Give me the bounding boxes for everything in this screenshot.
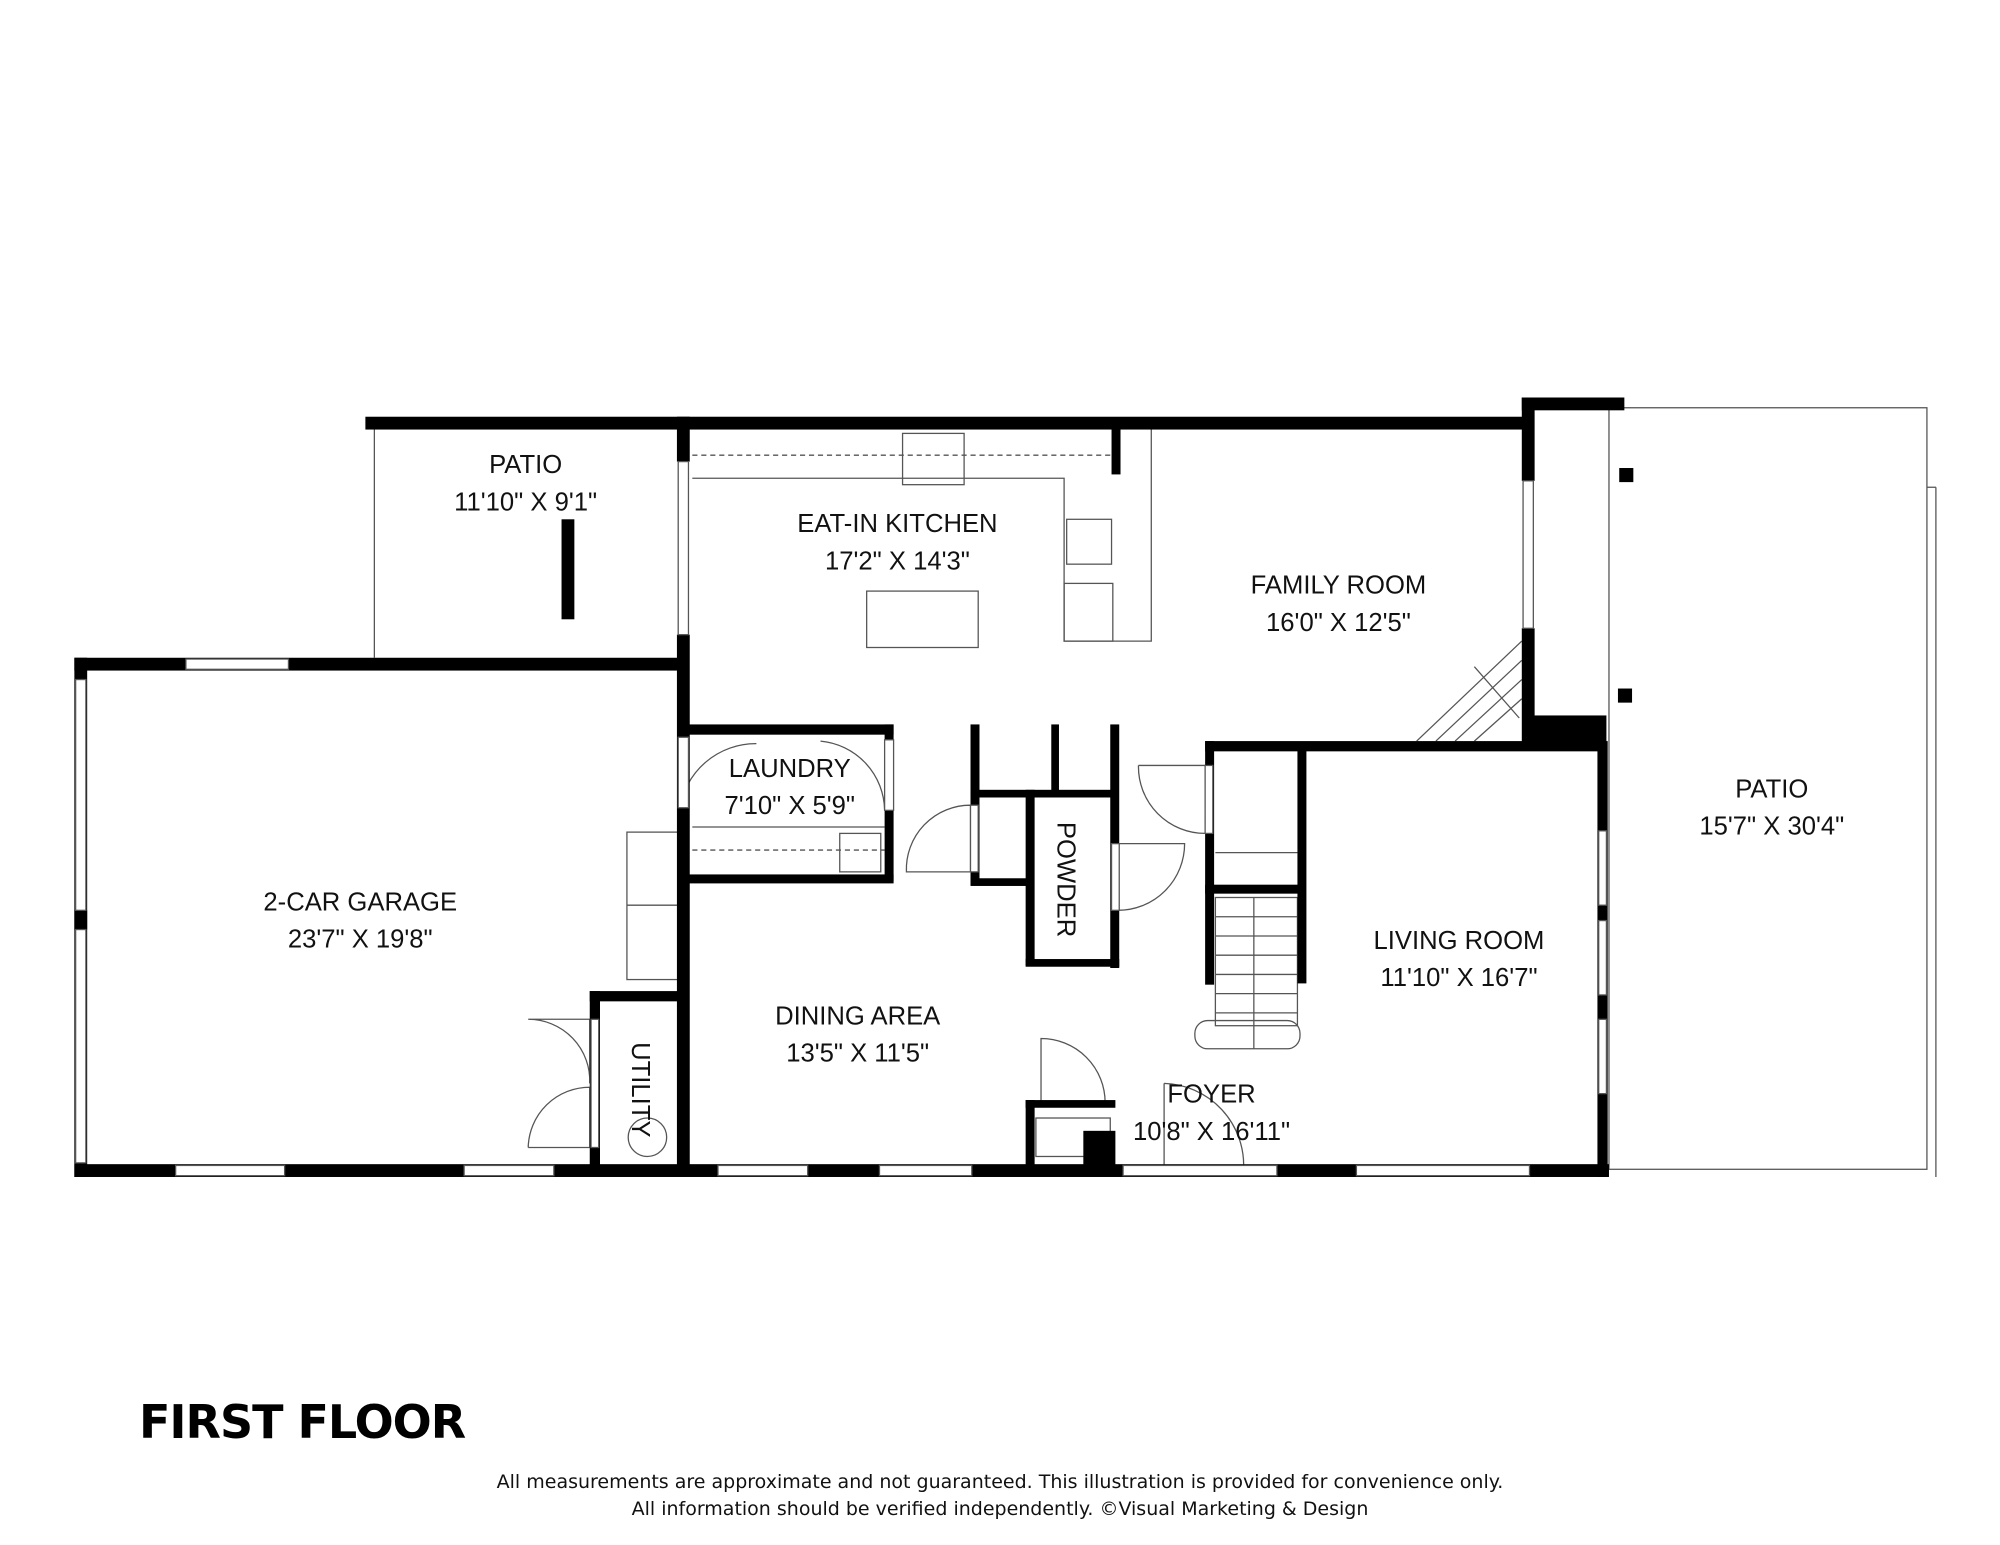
fireplace-hatch <box>1416 640 1523 742</box>
room-dining-size: 13'5" X 11'5" <box>786 1040 929 1068</box>
room-garage-size: 23'7" X 19'8" <box>288 925 433 953</box>
room-powder-name: POWDER <box>1052 822 1080 937</box>
floor-title: FIRST FLOOR <box>139 1395 466 1449</box>
room-laundry-size: 7'10" X 5'9" <box>724 792 855 820</box>
room-kitchen-size: 17'2" X 14'3" <box>825 547 970 575</box>
room-living-size: 11'10" X 16'7" <box>1380 964 1537 992</box>
windows <box>75 460 1608 1177</box>
room-kitchen-name: EAT-IN KITCHEN <box>797 510 997 538</box>
room-patio-large-size: 15'7" X 30'4" <box>1699 813 1844 841</box>
room-patio-large-name: PATIO <box>1735 775 1808 803</box>
room-patio-small-size: 11'10" X 9'1" <box>454 488 597 516</box>
room-foyer-size: 10'8" X 16'11" <box>1133 1118 1290 1146</box>
room-dining-name: DINING AREA <box>775 1002 941 1030</box>
room-foyer-name: FOYER <box>1167 1081 1255 1109</box>
disclaimer-line-2: All information should be verified indep… <box>631 1498 1369 1520</box>
thin-lines <box>373 407 1937 1177</box>
room-laundry-name: LAUNDRY <box>729 755 851 783</box>
disclaimer-line-1: All measurements are approximate and not… <box>496 1471 1504 1493</box>
room-garage-name: 2-CAR GARAGE <box>263 888 457 916</box>
room-living-name: LIVING ROOM <box>1374 927 1545 955</box>
room-utility-name: UTILITY <box>626 1042 654 1137</box>
room-family-name: FAMILY ROOM <box>1251 572 1427 600</box>
stair-treads <box>1194 851 1301 1050</box>
room-patio-small-name: PATIO <box>489 451 562 479</box>
room-family-size: 16'0" X 12'5" <box>1266 609 1411 637</box>
